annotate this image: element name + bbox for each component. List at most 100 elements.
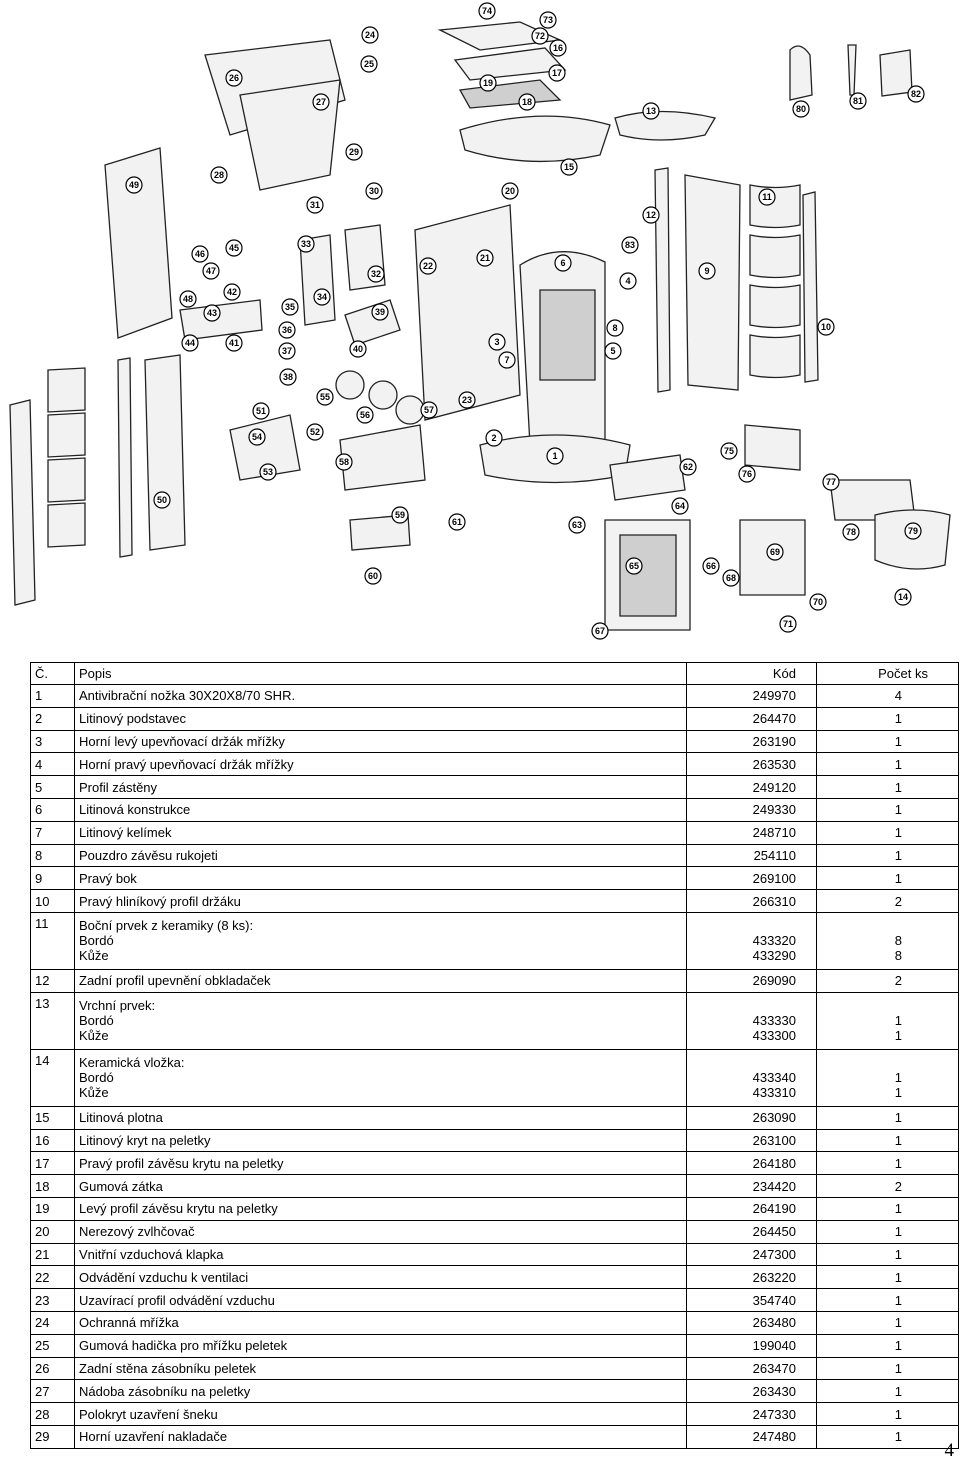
svg-text:61: 61 <box>452 517 462 527</box>
svg-text:52: 52 <box>310 427 320 437</box>
callout: 57 <box>420 401 438 419</box>
variant-label: Kůže <box>79 1028 109 1044</box>
variant-code: 433320 <box>752 933 796 949</box>
svg-text:11: 11 <box>762 192 772 202</box>
cell-code: 263190 <box>686 729 817 754</box>
cell-quantity: 1 <box>816 1242 959 1267</box>
cell-description: Zadní profil upevnění obkladaček <box>74 968 687 993</box>
svg-text:12: 12 <box>646 210 656 220</box>
svg-text:36: 36 <box>282 325 292 335</box>
cell-number: 22 <box>30 1265 75 1290</box>
cell-number: 8 <box>30 843 75 868</box>
svg-text:66: 66 <box>706 561 716 571</box>
svg-text:16: 16 <box>553 43 563 53</box>
callout: 74 <box>478 2 496 20</box>
callout: 27 <box>312 93 330 111</box>
svg-text:38: 38 <box>283 372 293 382</box>
svg-text:74: 74 <box>482 6 492 16</box>
svg-text:73: 73 <box>543 15 553 25</box>
svg-text:24: 24 <box>365 30 375 40</box>
cell-number: 4 <box>30 752 75 777</box>
cell-code: 266310 <box>686 889 817 913</box>
cell-description: Horní uzavření nakladače <box>74 1424 687 1449</box>
cell-description: Litinová konstrukce <box>74 797 687 822</box>
cell-number: 5 <box>30 775 75 799</box>
callout: 10 <box>817 318 835 336</box>
callout: 49 <box>125 176 143 194</box>
svg-text:64: 64 <box>675 501 685 511</box>
cell-number: 28 <box>30 1402 75 1426</box>
cell-quantity: 1 1 <box>816 1048 959 1107</box>
cell-number: 2 <box>30 706 75 731</box>
cell-code: 249120 <box>686 775 817 799</box>
cell-quantity: 2 <box>816 968 959 993</box>
cell-number: 29 <box>30 1424 75 1449</box>
variant-quantity: 8 <box>894 933 902 949</box>
cell-number: 3 <box>30 729 75 754</box>
svg-text:2: 2 <box>491 433 496 443</box>
svg-text:75: 75 <box>724 446 734 456</box>
callout: 18 <box>518 93 536 111</box>
cell-description: Keramická vložka: Bordó Kůže <box>74 1048 687 1107</box>
cell-description: Nerezový zvlhčovač <box>74 1219 687 1244</box>
cell-quantity: 1 <box>816 797 959 822</box>
callout: 71 <box>779 615 797 633</box>
cell-number: 10 <box>30 889 75 913</box>
svg-text:50: 50 <box>157 495 167 505</box>
svg-text:33: 33 <box>301 239 311 249</box>
callout: 70 <box>809 593 827 611</box>
cell-quantity: 1 <box>816 752 959 777</box>
cell-quantity: 1 <box>816 1356 959 1381</box>
variant-code: 433290 <box>752 948 796 964</box>
callout: 2 <box>485 429 503 447</box>
cell-number: 16 <box>30 1128 75 1153</box>
cell-code: 269090 <box>686 968 817 993</box>
callout: 69 <box>766 543 784 561</box>
callout: 9 <box>698 262 716 280</box>
cell-code: 234420 <box>686 1174 817 1198</box>
callout: 24 <box>361 26 379 44</box>
callout: 48 <box>179 290 197 308</box>
cell-number: 18 <box>30 1174 75 1198</box>
callout: 81 <box>849 92 867 110</box>
svg-text:22: 22 <box>423 261 433 271</box>
svg-text:62: 62 <box>683 462 693 472</box>
table-group-row: 11 Boční prvek z keramiky (8 ks): Bordó … <box>30 911 959 970</box>
callout: 44 <box>181 334 199 352</box>
callout: 51 <box>252 402 270 420</box>
callout: 80 <box>792 100 810 118</box>
cell-description: Pravý bok <box>74 866 687 891</box>
variant-quantity: 1 <box>894 1070 902 1086</box>
callout: 39 <box>371 303 389 321</box>
svg-text:70: 70 <box>813 597 823 607</box>
svg-text:23: 23 <box>462 395 472 405</box>
cell-number: 9 <box>30 866 75 891</box>
svg-text:7: 7 <box>504 355 509 365</box>
callout: 82 <box>907 85 925 103</box>
cell-quantity: 1 <box>816 1379 959 1404</box>
callout: 30 <box>365 182 383 200</box>
callout: 28 <box>210 166 228 184</box>
svg-text:26: 26 <box>229 73 239 83</box>
cell-description: Pravý hliníkový profil držáku <box>74 889 687 913</box>
callout: 77 <box>822 473 840 491</box>
cell-number: 14 <box>30 1048 75 1107</box>
svg-text:57: 57 <box>424 405 434 415</box>
cell-code: 199040 <box>686 1333 817 1358</box>
variant-code: 433330 <box>752 1013 796 1029</box>
variant-quantity: 1 <box>894 1013 902 1029</box>
callout: 83 <box>621 236 639 254</box>
cell-description: Odvádění vzduchu k ventilaci <box>74 1265 687 1290</box>
svg-text:34: 34 <box>317 292 327 302</box>
cell-description: Antivibrační nožka 30X20X8/70 SHR. <box>74 684 687 708</box>
svg-text:55: 55 <box>320 392 330 402</box>
cell-number: 20 <box>30 1219 75 1244</box>
callout: 47 <box>202 262 220 280</box>
